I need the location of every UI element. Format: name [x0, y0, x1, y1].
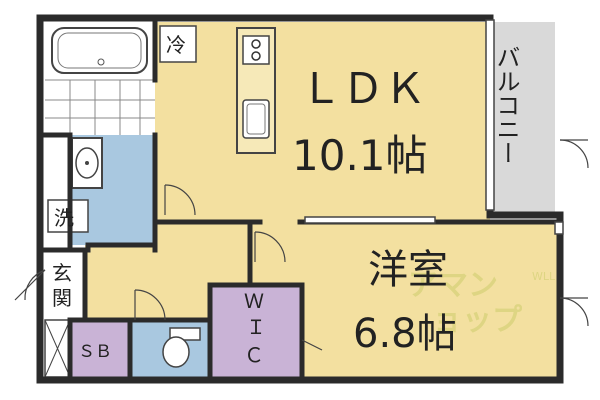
washbasin-drain	[85, 161, 89, 165]
shoebox-label: ＳＢ	[78, 342, 112, 362]
fridge-label: 冷	[166, 33, 186, 57]
wic-label-3: Ｃ	[244, 343, 264, 367]
toilet-bowl	[162, 336, 190, 368]
watermark-line1: アマン	[408, 268, 498, 303]
ldk-size-label: 10.1帖	[292, 131, 428, 180]
watermark-side: WLL	[532, 270, 556, 283]
bath-tile-grid	[45, 79, 155, 135]
windows	[304, 19, 564, 235]
balcony-floor	[490, 22, 555, 212]
entrance-label-1: 玄	[52, 261, 72, 285]
burner-1	[251, 39, 261, 49]
ldk-floor	[155, 22, 490, 222]
watermark-line2: ョップ	[432, 303, 523, 338]
entrance-area	[45, 250, 85, 320]
burner-2	[251, 51, 261, 61]
fridge-space	[159, 25, 197, 63]
entrance-label-2: 関	[52, 286, 72, 310]
wic-floor	[210, 285, 302, 377]
watermark: アマン ョップ WLL	[408, 268, 556, 338]
bathtub-inner	[57, 32, 142, 69]
door-swings	[14, 139, 589, 351]
bathtub-drain	[97, 58, 105, 66]
bedroom-size-label: 6.8帖	[353, 311, 457, 357]
shoebox-floor	[70, 320, 130, 377]
bathtub	[51, 27, 148, 74]
wic-label-1: Ｗ	[244, 289, 264, 313]
hallway-floor-2	[130, 290, 210, 320]
wic-label-2: Ｉ	[246, 315, 266, 339]
storage-left-x2	[44, 319, 71, 378]
kitchen-sink-inner	[246, 103, 266, 135]
bedroom-name-label: 洋室	[368, 247, 448, 293]
ldk-name-label: ＬＤＫ	[300, 64, 426, 113]
balcony-label: バルコニー	[492, 45, 520, 165]
laundry-label: 洗	[54, 206, 74, 230]
kitchen-sink	[242, 99, 270, 139]
